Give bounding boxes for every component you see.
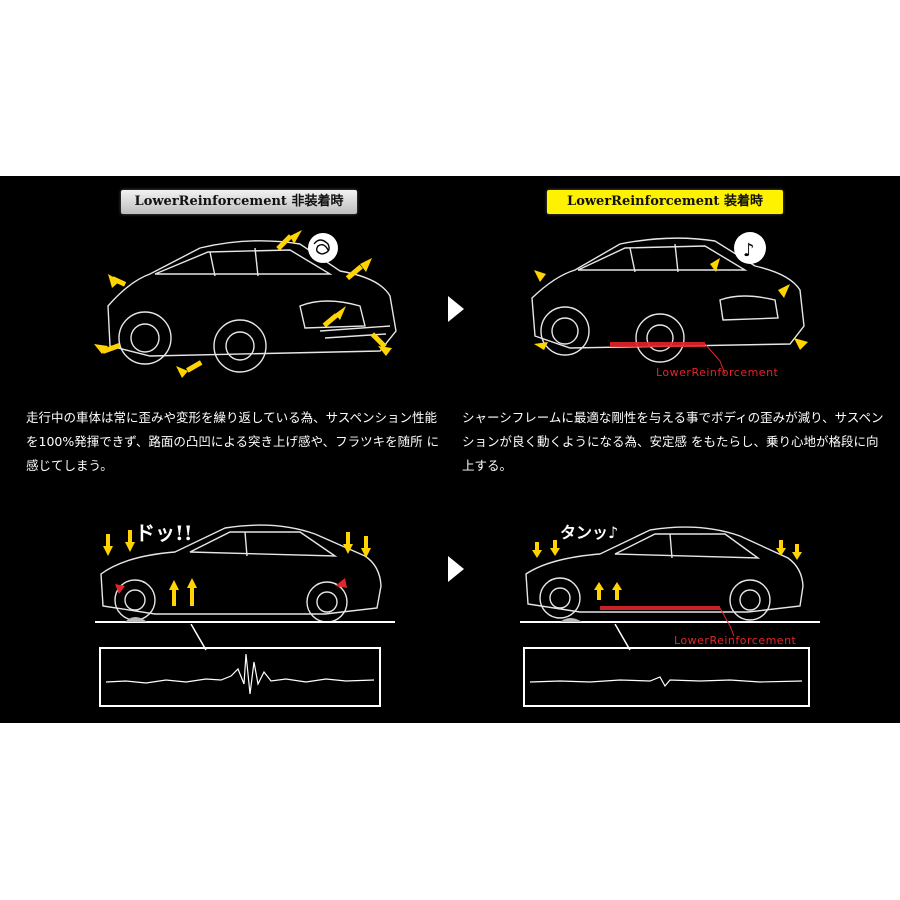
comparison-panel: LowerReinforcement 非装着時 LowerReinforceme… [0, 176, 900, 723]
vibration-waveform-without [99, 624, 381, 707]
music-note-icon: ♪ [734, 232, 766, 264]
badge-with-reinforcement: LowerReinforcement 装着時 [547, 190, 783, 214]
description-without: 走行中の車体は常に歪みや変形を繰り返している為、サスペンション性能 を100%発… [26, 410, 440, 473]
smooth-sound-text: タンッ♪ [560, 523, 618, 542]
coupe-with-illustration: タンッ♪ [520, 523, 820, 636]
badge-without-reinforcement: LowerReinforcement 非装着時 [121, 190, 357, 214]
vibration-waveform-with [523, 624, 810, 707]
description-with: シャーシフレームに最適な剛性を与える事でボディの歪みが減り、サスペンションが良く… [462, 410, 884, 473]
svg-text:♪: ♪ [743, 240, 755, 261]
coupe-without-illustration: ドッ!! [95, 521, 395, 623]
triangle-right-icon [448, 296, 464, 322]
stress-scribble-icon [308, 233, 338, 263]
triangle-right-icon [448, 556, 464, 582]
sedan-reinforcement-label: LowerReinforcement [656, 366, 779, 379]
sedan-with-illustration: ♪ [531, 232, 808, 375]
sedan-without-illustration [94, 230, 397, 378]
impact-sound-text: ドッ!! [135, 521, 193, 545]
coupe-reinforcement-label: LowerReinforcement [674, 634, 797, 647]
